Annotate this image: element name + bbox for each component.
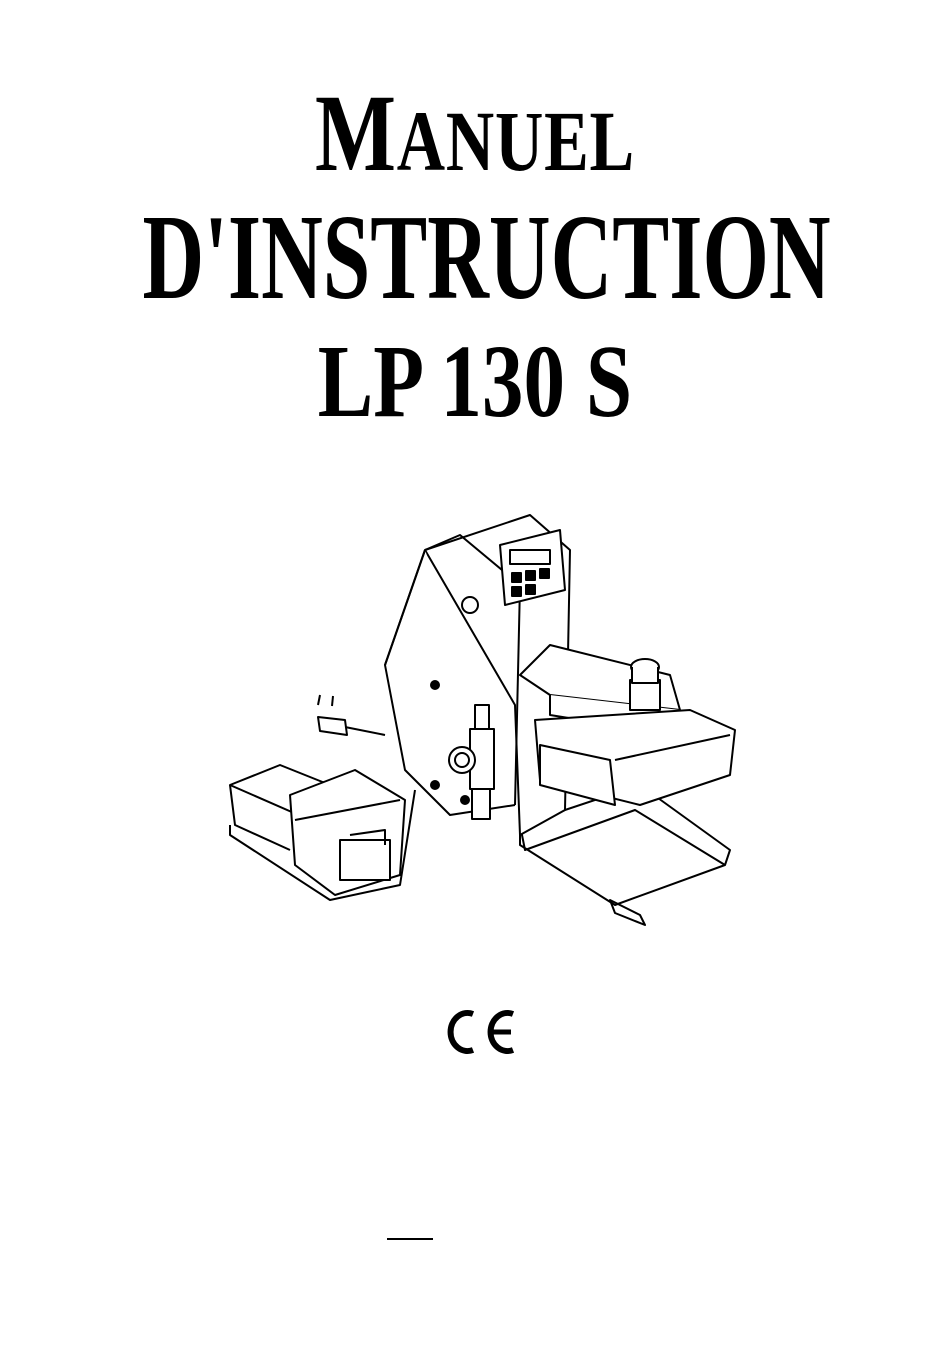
title-instruction: D'INSTRUCTION	[143, 188, 808, 328]
title-manuel: MANUEL	[105, 70, 846, 197]
welding-machine-icon	[220, 505, 750, 935]
ce-logo	[445, 1008, 519, 1056]
title-initial: M	[315, 72, 397, 194]
title-rest: ANUEL	[397, 94, 635, 189]
title-model: LP 130 S	[95, 322, 855, 441]
horizontal-rule	[387, 1238, 433, 1240]
